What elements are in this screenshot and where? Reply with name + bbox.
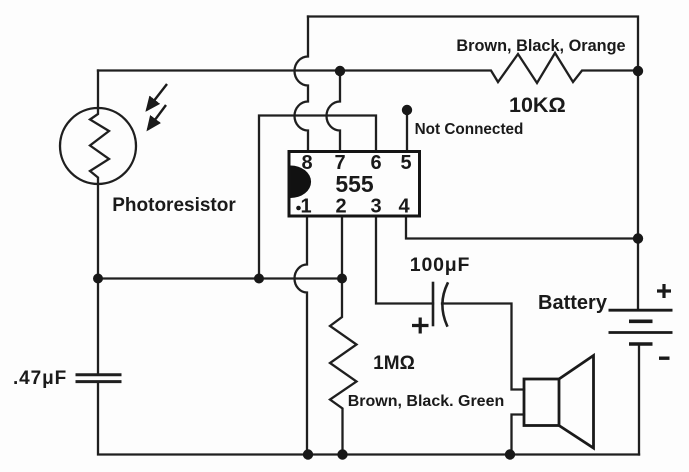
svg-text:Not Connected: Not Connected — [415, 121, 524, 138]
svg-text:4: 4 — [398, 196, 410, 218]
svg-text:Brown, Black, Orange: Brown, Black, Orange — [456, 37, 625, 55]
svg-text:100μF: 100μF — [410, 254, 470, 276]
svg-text:Photoresistor: Photoresistor — [112, 195, 236, 216]
svg-text:Battery: Battery — [538, 292, 608, 314]
svg-text:2: 2 — [335, 196, 346, 218]
svg-text:1: 1 — [300, 196, 311, 218]
svg-text:8: 8 — [301, 152, 312, 174]
svg-text:10KΩ: 10KΩ — [509, 93, 566, 117]
svg-text:555: 555 — [335, 171, 374, 197]
svg-text:.47μF: .47μF — [13, 368, 67, 389]
svg-text:Brown, Black. Green: Brown, Black. Green — [348, 393, 505, 410]
svg-text:6: 6 — [370, 152, 381, 174]
svg-text:7: 7 — [334, 152, 345, 174]
svg-text:3: 3 — [370, 196, 381, 218]
svg-text:5: 5 — [400, 152, 411, 174]
svg-text:1MΩ: 1MΩ — [373, 353, 415, 374]
